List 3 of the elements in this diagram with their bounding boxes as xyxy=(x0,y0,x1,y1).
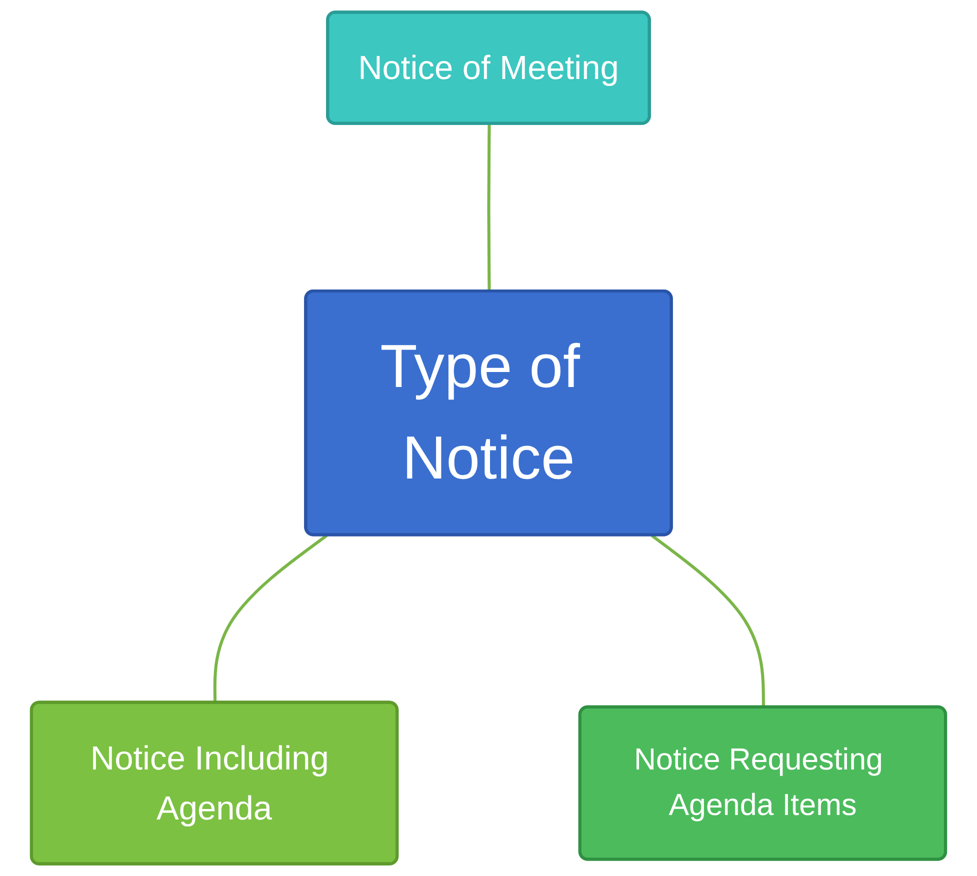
connector xyxy=(650,534,766,708)
connector xyxy=(213,534,328,704)
connector xyxy=(487,124,491,292)
